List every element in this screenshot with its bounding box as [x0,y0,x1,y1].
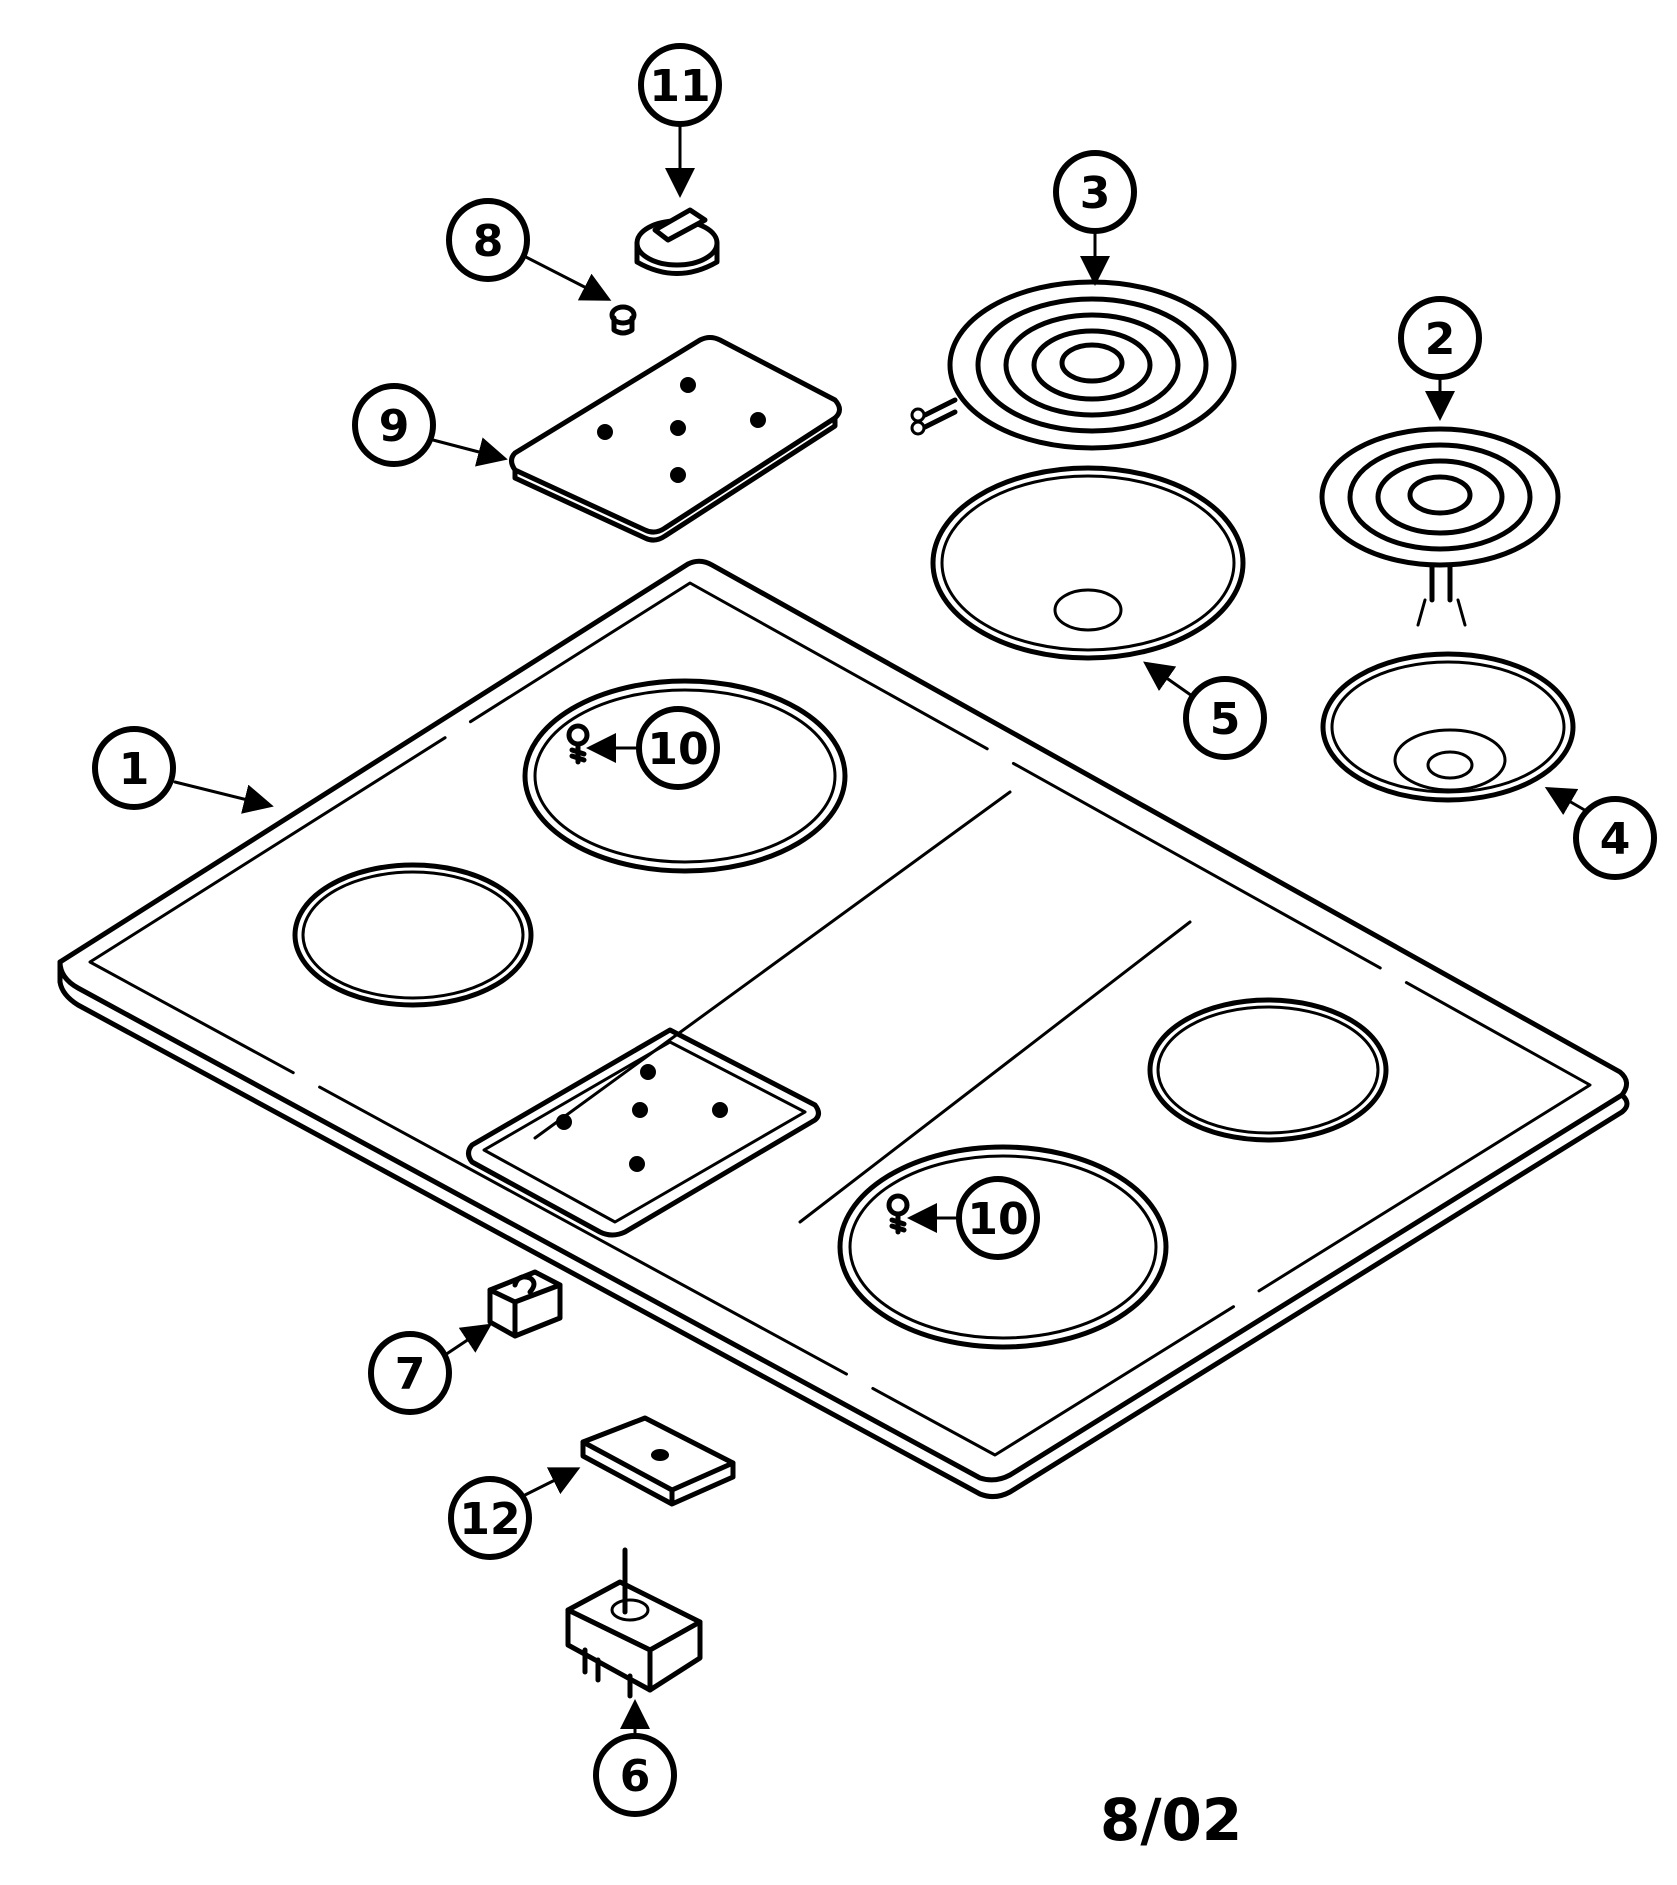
callout-11-label: 11 [649,61,710,112]
cooktop-main-top [57,558,1630,1500]
callout-4-label: 4 [1600,814,1631,865]
small-drip-bowl-part [1320,651,1576,803]
callout-7-label: 7 [395,1349,426,1400]
callout-2: 2 [1398,296,1482,380]
callout-2-label: 2 [1425,314,1456,365]
callout-8: 8 [446,198,530,282]
clip-part [487,1269,563,1339]
callout-1: 1 [92,726,176,810]
callout-3: 3 [1053,150,1137,234]
large-surface-element-part [910,279,1237,451]
callout-10-left: 10 [636,706,720,790]
callout-10-right-label: 10 [967,1194,1028,1245]
revision-date: 8/02 [1100,1786,1242,1854]
switch-plate-part [580,1415,736,1507]
burner-opening-front-left [292,862,534,1008]
callout-9: 9 [352,383,436,467]
callout-12: 12 [448,1476,532,1560]
callout-6: 6 [593,1733,677,1817]
leader-arrows [173,121,1590,1737]
callout-10-left-label: 10 [647,724,708,775]
screw-part-right [886,1193,910,1235]
callout-5-label: 5 [1210,694,1241,745]
callout-12-label: 12 [459,1494,520,1545]
control-plate-recess [466,1027,821,1238]
callout-3-label: 3 [1080,168,1111,219]
control-plate-part [509,335,842,543]
callout-5: 5 [1183,676,1267,760]
callout-4: 4 [1573,796,1657,880]
callout-1-label: 1 [119,744,150,795]
control-knob-part [634,207,720,276]
callout-9-label: 9 [379,401,410,452]
callout-6-label: 6 [620,1751,651,1802]
burner-opening-back-right [1147,997,1389,1143]
screw-part-left [566,723,590,765]
callout-7: 7 [368,1331,452,1415]
knob-insert-part [609,304,637,336]
callout-11: 11 [638,43,722,127]
small-surface-element-part [1319,426,1561,627]
callout-10-right: 10 [956,1176,1040,1260]
infinite-switch-part [565,1547,703,1699]
callout-8-label: 8 [473,216,504,267]
burner-opening-back-left [522,678,848,874]
large-drip-bowl-part [930,465,1246,661]
burner-opening-front-right [837,1144,1169,1350]
